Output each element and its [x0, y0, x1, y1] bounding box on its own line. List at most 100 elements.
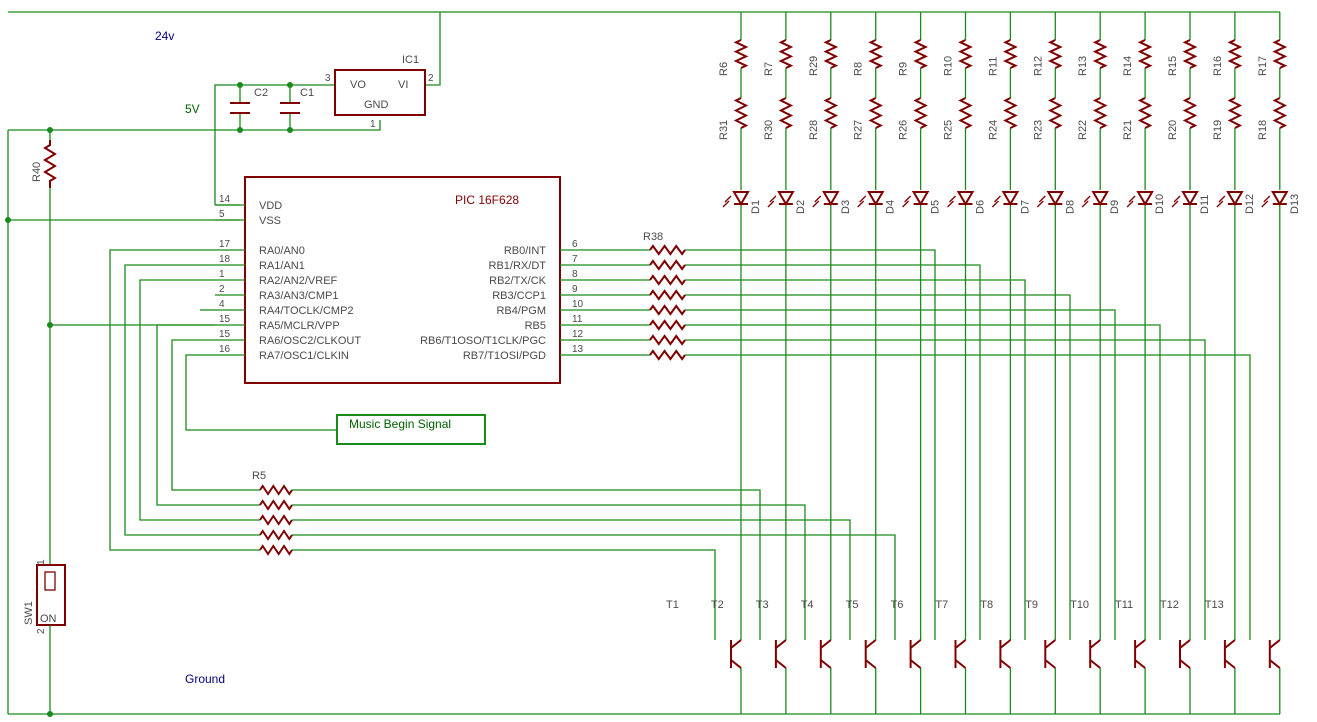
rb-resistor-label: R38 [643, 231, 663, 243]
ra-route [292, 504, 806, 640]
ra-resistor-label: R5 [252, 470, 266, 482]
pin-number: 10 [572, 299, 584, 310]
ra-route [124, 264, 260, 536]
led-ray [947, 200, 954, 208]
capacitor-c1: C1 [280, 87, 314, 114]
led-symbol [1046, 191, 1065, 206]
led-label: D3 [840, 200, 852, 214]
led-label: D12 [1244, 194, 1256, 214]
transistor-emitter [865, 659, 877, 669]
pic-pins: 14VDD5VSS17RA0/AN018RA1/AN11RA2/AN2/VREF… [215, 194, 590, 362]
led-symbol [1181, 191, 1199, 206]
transistor-label: T6 [891, 599, 904, 611]
led-symbol [732, 191, 750, 206]
pullup-resistor-r40: R40 [31, 127, 57, 565]
pin-number: 8 [572, 269, 578, 280]
ra-resistor [259, 499, 293, 511]
resistor-top [1047, 39, 1063, 69]
resistor-bottom [1182, 97, 1198, 129]
capacitor-label: C1 [300, 87, 314, 99]
led-label: D9 [1109, 200, 1121, 214]
resistor-label: R6 [718, 62, 730, 76]
resistor-top [823, 39, 839, 69]
led-symbol [1226, 191, 1244, 206]
pin-label: RB4/PGM [496, 305, 546, 317]
ra-route [292, 534, 896, 640]
ra-route [292, 489, 761, 640]
transistor-collector [1089, 639, 1101, 649]
generated-components: R6R31D1R7R30D2R29R28D3R8R27D4R9R26D5R10R… [259, 39, 1301, 669]
led-ray [902, 200, 910, 208]
transistor-collector [1224, 639, 1236, 649]
pin-number: 13 [572, 344, 584, 355]
led-ray [1173, 195, 1181, 203]
transistor-emitter [775, 659, 787, 669]
led-symbol [1136, 191, 1154, 206]
resistor-top [1092, 39, 1108, 69]
transistor-emitter [1224, 659, 1236, 669]
rb-route [685, 324, 1161, 640]
transistor-emitter [1269, 659, 1281, 669]
rb-resistor [649, 289, 686, 301]
regulator-vo: VO [350, 79, 366, 91]
led-ray [991, 200, 999, 208]
rb-resistor [649, 274, 686, 286]
resistor-label: R20 [1167, 120, 1179, 140]
resistor-top [913, 39, 928, 69]
resistor-top [868, 39, 884, 69]
pin-label: RB7/T1OSI/PGD [463, 350, 546, 362]
pin-label: RA7/OSC1/CLKIN [259, 350, 349, 362]
led-ray [769, 195, 777, 203]
rb-route [685, 294, 1071, 640]
led-ray [993, 195, 1001, 203]
switch-sw1: SW1 ON 1 2 [23, 559, 66, 717]
resistor-label: R10 [943, 56, 955, 76]
led-label: D5 [930, 200, 942, 214]
resistor-label: R8 [853, 62, 865, 76]
pin-number: 15 [219, 314, 231, 325]
led-symbol [1271, 191, 1289, 206]
rb-resistor [649, 304, 686, 316]
transistor-emitter [954, 659, 967, 669]
led-ray [1083, 195, 1091, 203]
ra-resistor [259, 544, 293, 556]
led-ray [949, 195, 956, 203]
ra-route [292, 519, 851, 640]
music-begin-signal: Music Begin Signal [336, 414, 486, 445]
led-symbol [866, 191, 885, 206]
led-label: D8 [1064, 200, 1076, 214]
resistor-bottom [1048, 97, 1063, 129]
resistor-top [1182, 39, 1198, 69]
led-ray [1081, 200, 1089, 208]
resistor-top [1003, 39, 1018, 69]
resistor-top [1227, 39, 1243, 69]
transistor-emitter [1044, 659, 1056, 669]
pin-label: RB2/TX/CK [489, 275, 547, 287]
resistor-top [1272, 39, 1288, 69]
resistor-label: R16 [1212, 56, 1224, 76]
led-label: D6 [975, 200, 987, 214]
transistor-label: T2 [711, 599, 724, 611]
transistor-label: T12 [1160, 599, 1179, 611]
rb-route [685, 249, 936, 640]
transistor-label: T3 [756, 599, 769, 611]
rb-route [685, 354, 1251, 640]
ra-resistor [259, 484, 293, 496]
led-label: D10 [1154, 194, 1166, 214]
pin-label: VSS [259, 215, 281, 227]
resistor-label: R15 [1167, 56, 1179, 76]
resistor-bottom [778, 97, 794, 129]
transistor-label: T4 [801, 599, 814, 611]
music-signal-label: Music Begin Signal [349, 417, 451, 431]
resistor-label: R17 [1257, 56, 1269, 76]
net-label-ground: Ground [185, 672, 225, 686]
resistor-label: R24 [987, 120, 999, 140]
music-wire [185, 354, 337, 431]
switch-on-label: ON [40, 613, 57, 625]
resistor-label: R31 [718, 120, 730, 140]
resistor-top [733, 39, 749, 69]
led-symbol [956, 191, 975, 206]
transistor-emitter [730, 659, 742, 669]
pin-label: RB6/T1OSO/T1CLK/PGC [420, 335, 546, 347]
